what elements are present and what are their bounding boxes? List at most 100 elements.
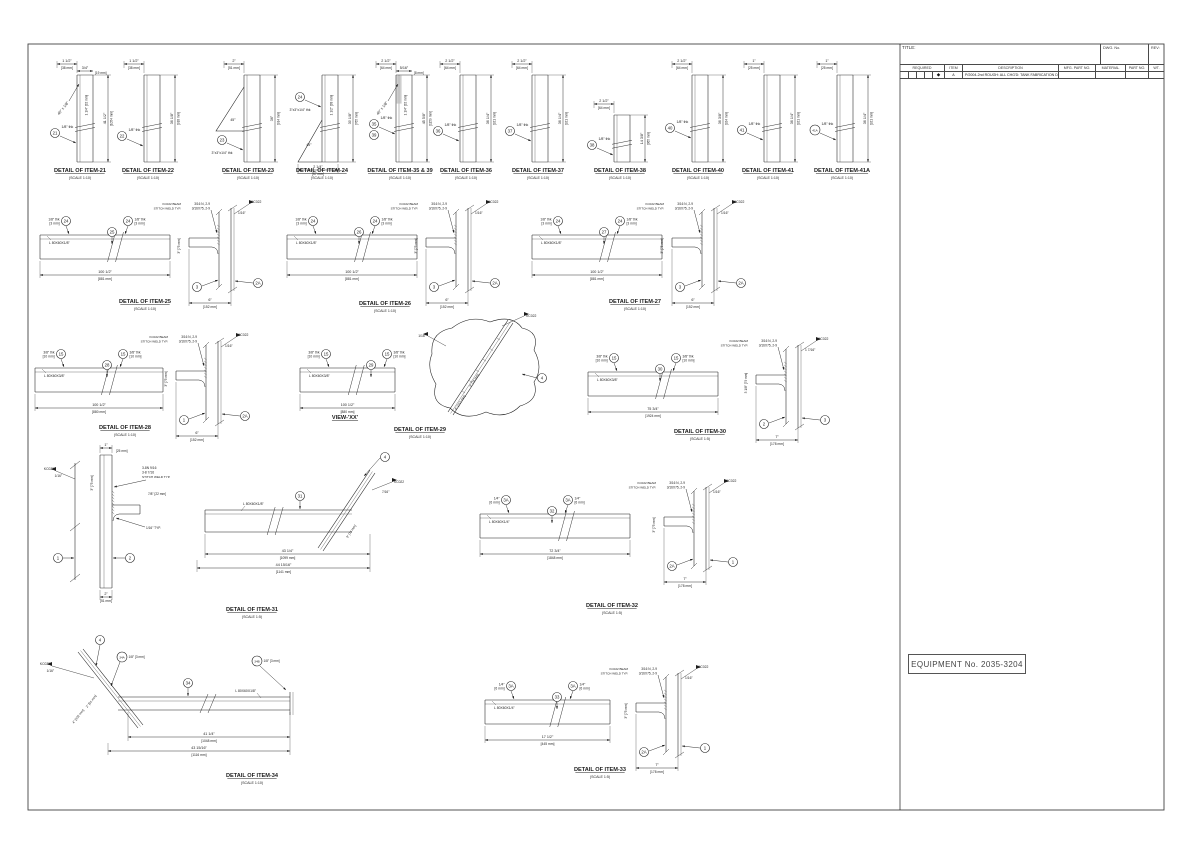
line — [690, 562, 698, 570]
line — [356, 364, 365, 396]
thickness-note: [10 mm] — [43, 355, 55, 359]
thickness-note: 1/8" thk — [822, 122, 834, 126]
balloon-label: 1 — [183, 418, 186, 423]
angle-size-label: L 80X60X3/8" — [309, 374, 330, 378]
sheet-frame — [27, 43, 1165, 811]
arrowhead — [40, 274, 43, 276]
arrowhead — [215, 230, 218, 233]
chamfer-note: 45° x 1/8" — [376, 100, 389, 116]
dim-label-mm: [921 mm] — [493, 112, 497, 125]
detail-item-38: 2 1/2"[64 mm]14 3/8"[365 mm]381/8" thkDE… — [587, 99, 651, 180]
line — [482, 359, 487, 362]
arrowhead — [235, 280, 238, 283]
line — [41, 368, 47, 374]
dim-label: 43 1/4" — [282, 549, 294, 553]
detail-item-22: 1 1/2"[38 mm]36 1/8"[918 mm]221/8" thkDE… — [117, 59, 181, 180]
line — [107, 231, 116, 263]
balloon-2A — [639, 747, 649, 757]
detail-title: DETAIL OF ITEM-37 — [512, 168, 564, 174]
line — [227, 204, 238, 212]
arrowhead — [107, 159, 109, 162]
thickness-note: 3"x3"x1/4" thk — [212, 151, 233, 155]
line — [74, 123, 96, 128]
arrowhead — [116, 517, 119, 520]
dim-label: 7" — [683, 577, 687, 581]
line — [111, 493, 115, 497]
weld-note: KC022 BEAM — [729, 339, 748, 343]
balloon-label: 4 — [384, 455, 387, 460]
arrowhead — [426, 75, 428, 78]
dim-label: 3" [75 mm] — [660, 238, 664, 253]
detail-item-35-39: 2 1/2"[64 mm]5/16"[8 mm]45 5/8"[1159 mm]… — [367, 59, 432, 180]
detail-scale: (SCALE 1:10) — [241, 781, 263, 785]
rev-cell: REV: — [1148, 44, 1164, 64]
line — [664, 704, 667, 708]
dim-label: 44 15/16" — [276, 563, 292, 567]
detail-scale: (SCALE 1:5) — [590, 775, 610, 779]
arrowhead — [672, 63, 675, 65]
fillet — [112, 513, 120, 522]
line — [700, 224, 703, 228]
line — [274, 506, 284, 536]
line — [111, 499, 115, 503]
balloon-label: 24 — [126, 219, 131, 224]
detail-title: DETAIL OF ITEM-28 — [99, 425, 151, 431]
detail-title: DETAIL OF ITEM-34 — [226, 773, 279, 779]
line — [217, 236, 220, 240]
arrowhead — [528, 138, 531, 141]
arrowhead — [698, 280, 701, 282]
weld-note: STITCH WELD TYP. — [721, 344, 749, 348]
line — [657, 674, 665, 699]
line — [227, 286, 238, 294]
dim-label: 3 1/8" [79 mm] — [744, 373, 748, 394]
balloon-label: 2A — [255, 281, 260, 286]
balloon-label: 2A — [738, 281, 743, 286]
line — [220, 336, 237, 348]
weld-note: STITCH WELD TYP. — [154, 207, 182, 211]
line — [692, 521, 695, 525]
line — [215, 283, 223, 291]
balloon-label: 3 — [679, 285, 682, 290]
balloon-label: 28 — [105, 363, 110, 368]
weld-size: 1/16" — [55, 474, 62, 478]
line — [59, 135, 77, 144]
arrowhead — [395, 84, 398, 87]
balloon-label: 4 — [99, 638, 102, 643]
line — [676, 558, 694, 566]
line — [241, 123, 263, 128]
dim-label-mm: [64 mm] — [598, 106, 610, 110]
dim-label-mm: [178 mm] — [770, 442, 784, 446]
arrowhead — [559, 231, 561, 234]
dim-label-mm: [25 mm] — [116, 449, 128, 453]
balloon-label: 24 — [618, 219, 623, 224]
thickness-note: [3 mm] — [627, 222, 637, 226]
balloon-label: 39 — [372, 133, 377, 138]
balloon-label: 23 — [220, 138, 225, 143]
thickness-note: 1/8" thk — [295, 218, 306, 222]
detail-title: DETAIL OF ITEM-29 — [394, 427, 446, 433]
balloon-25 — [107, 227, 117, 237]
thickness-note: [3 mm] — [135, 222, 145, 226]
detail-item-21: 1 1/2"[38 mm]3/4"[19 mm]41 1/2"[1054 mm]… — [50, 59, 114, 180]
balloon-38 — [587, 140, 597, 150]
detail-title: DETAIL OF ITEM-26 — [359, 301, 411, 307]
angle-size-label: L 80X60X3/8" — [597, 378, 618, 382]
balloon-label: 1 — [704, 746, 707, 751]
line — [538, 235, 544, 241]
weld-spec: 3/16X75, 2-9 — [639, 672, 657, 676]
line — [566, 510, 575, 542]
detail-scale: (SCALE 1:10) — [527, 176, 549, 180]
arrowhead — [287, 750, 290, 752]
dim-label: 6" — [208, 298, 212, 302]
balloon-15 — [56, 349, 66, 359]
dim-label: 36 1/4" — [863, 112, 867, 124]
line — [594, 372, 600, 378]
line — [464, 286, 475, 294]
line — [491, 700, 497, 706]
line — [700, 242, 703, 246]
balloon-3 — [192, 282, 202, 292]
balloon-label: 2A — [492, 281, 497, 286]
line — [217, 233, 220, 237]
line — [452, 283, 460, 291]
